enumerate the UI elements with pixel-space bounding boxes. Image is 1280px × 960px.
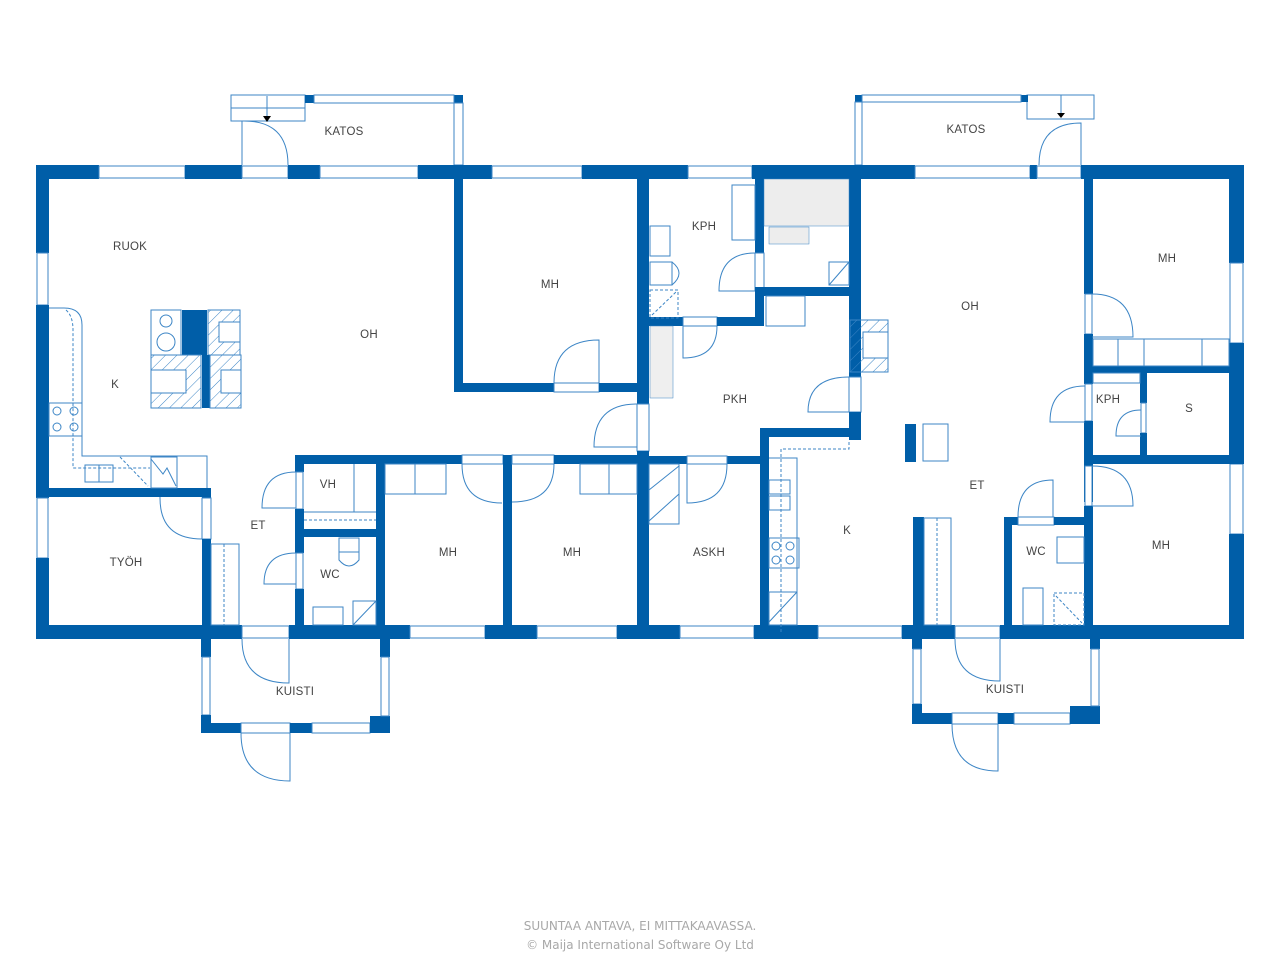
- room-label-kph-1: KPH: [691, 221, 717, 233]
- kuisti-right-structure: [912, 638, 1100, 772]
- katos-left-structure: [230, 94, 464, 166]
- room-label-kuisti-right: KUISTI: [985, 684, 1025, 696]
- room-label-katos-left: KATOS: [324, 126, 364, 138]
- room-label-kph-2: KPH: [1095, 394, 1121, 406]
- outer-walls: [36, 165, 1244, 639]
- room-label-mh-3: MH: [562, 547, 582, 559]
- sauna-fixtures: [649, 178, 889, 399]
- room-label-mh-5: MH: [1151, 540, 1171, 552]
- kitchen-left-fixtures: [48, 307, 242, 626]
- room-label-mh-1: MH: [540, 279, 560, 291]
- footer-disclaimer: SUUNTAA ANTAVA, EI MITTAKAAVASSA.: [523, 919, 757, 933]
- room-label-oh-left: OH: [360, 329, 378, 341]
- room-label-et-right: ET: [969, 480, 985, 492]
- interior-walls-right: [1004, 179, 1244, 639]
- bath-left-fixtures: [304, 463, 638, 626]
- room-label-mh-2: MH: [438, 547, 458, 559]
- room-label-et-left: ET: [250, 520, 266, 532]
- room-label-k-right: K: [843, 525, 851, 537]
- footer-copyright: © Maija International Software Oy Ltd: [526, 938, 754, 952]
- room-label-pkh: PKH: [722, 394, 748, 406]
- room-label-mh-4: MH: [1157, 253, 1177, 265]
- kuisti-left-structure: [201, 638, 390, 782]
- room-label-katos-right: KATOS: [946, 124, 986, 136]
- kitchen-right-fixtures: [648, 372, 1141, 632]
- room-label-s: S: [1185, 403, 1193, 415]
- interior-walls-left: [36, 179, 650, 639]
- room-label-wc-1: WC: [320, 569, 340, 581]
- room-label-askh: ASKH: [692, 547, 726, 559]
- room-label-oh-right: OH: [961, 301, 979, 313]
- interior-walls-center: [649, 179, 924, 639]
- room-label-kuisti-left: KUISTI: [275, 686, 315, 698]
- room-label-vh: VH: [319, 479, 337, 491]
- room-label-tyoh: TYÖH: [109, 557, 143, 569]
- room-label-k-left: K: [111, 379, 119, 391]
- room-label-wc-2: WC: [1026, 546, 1046, 558]
- katos-right-structure: [854, 94, 1095, 166]
- room-label-ruok: RUOK: [112, 241, 148, 253]
